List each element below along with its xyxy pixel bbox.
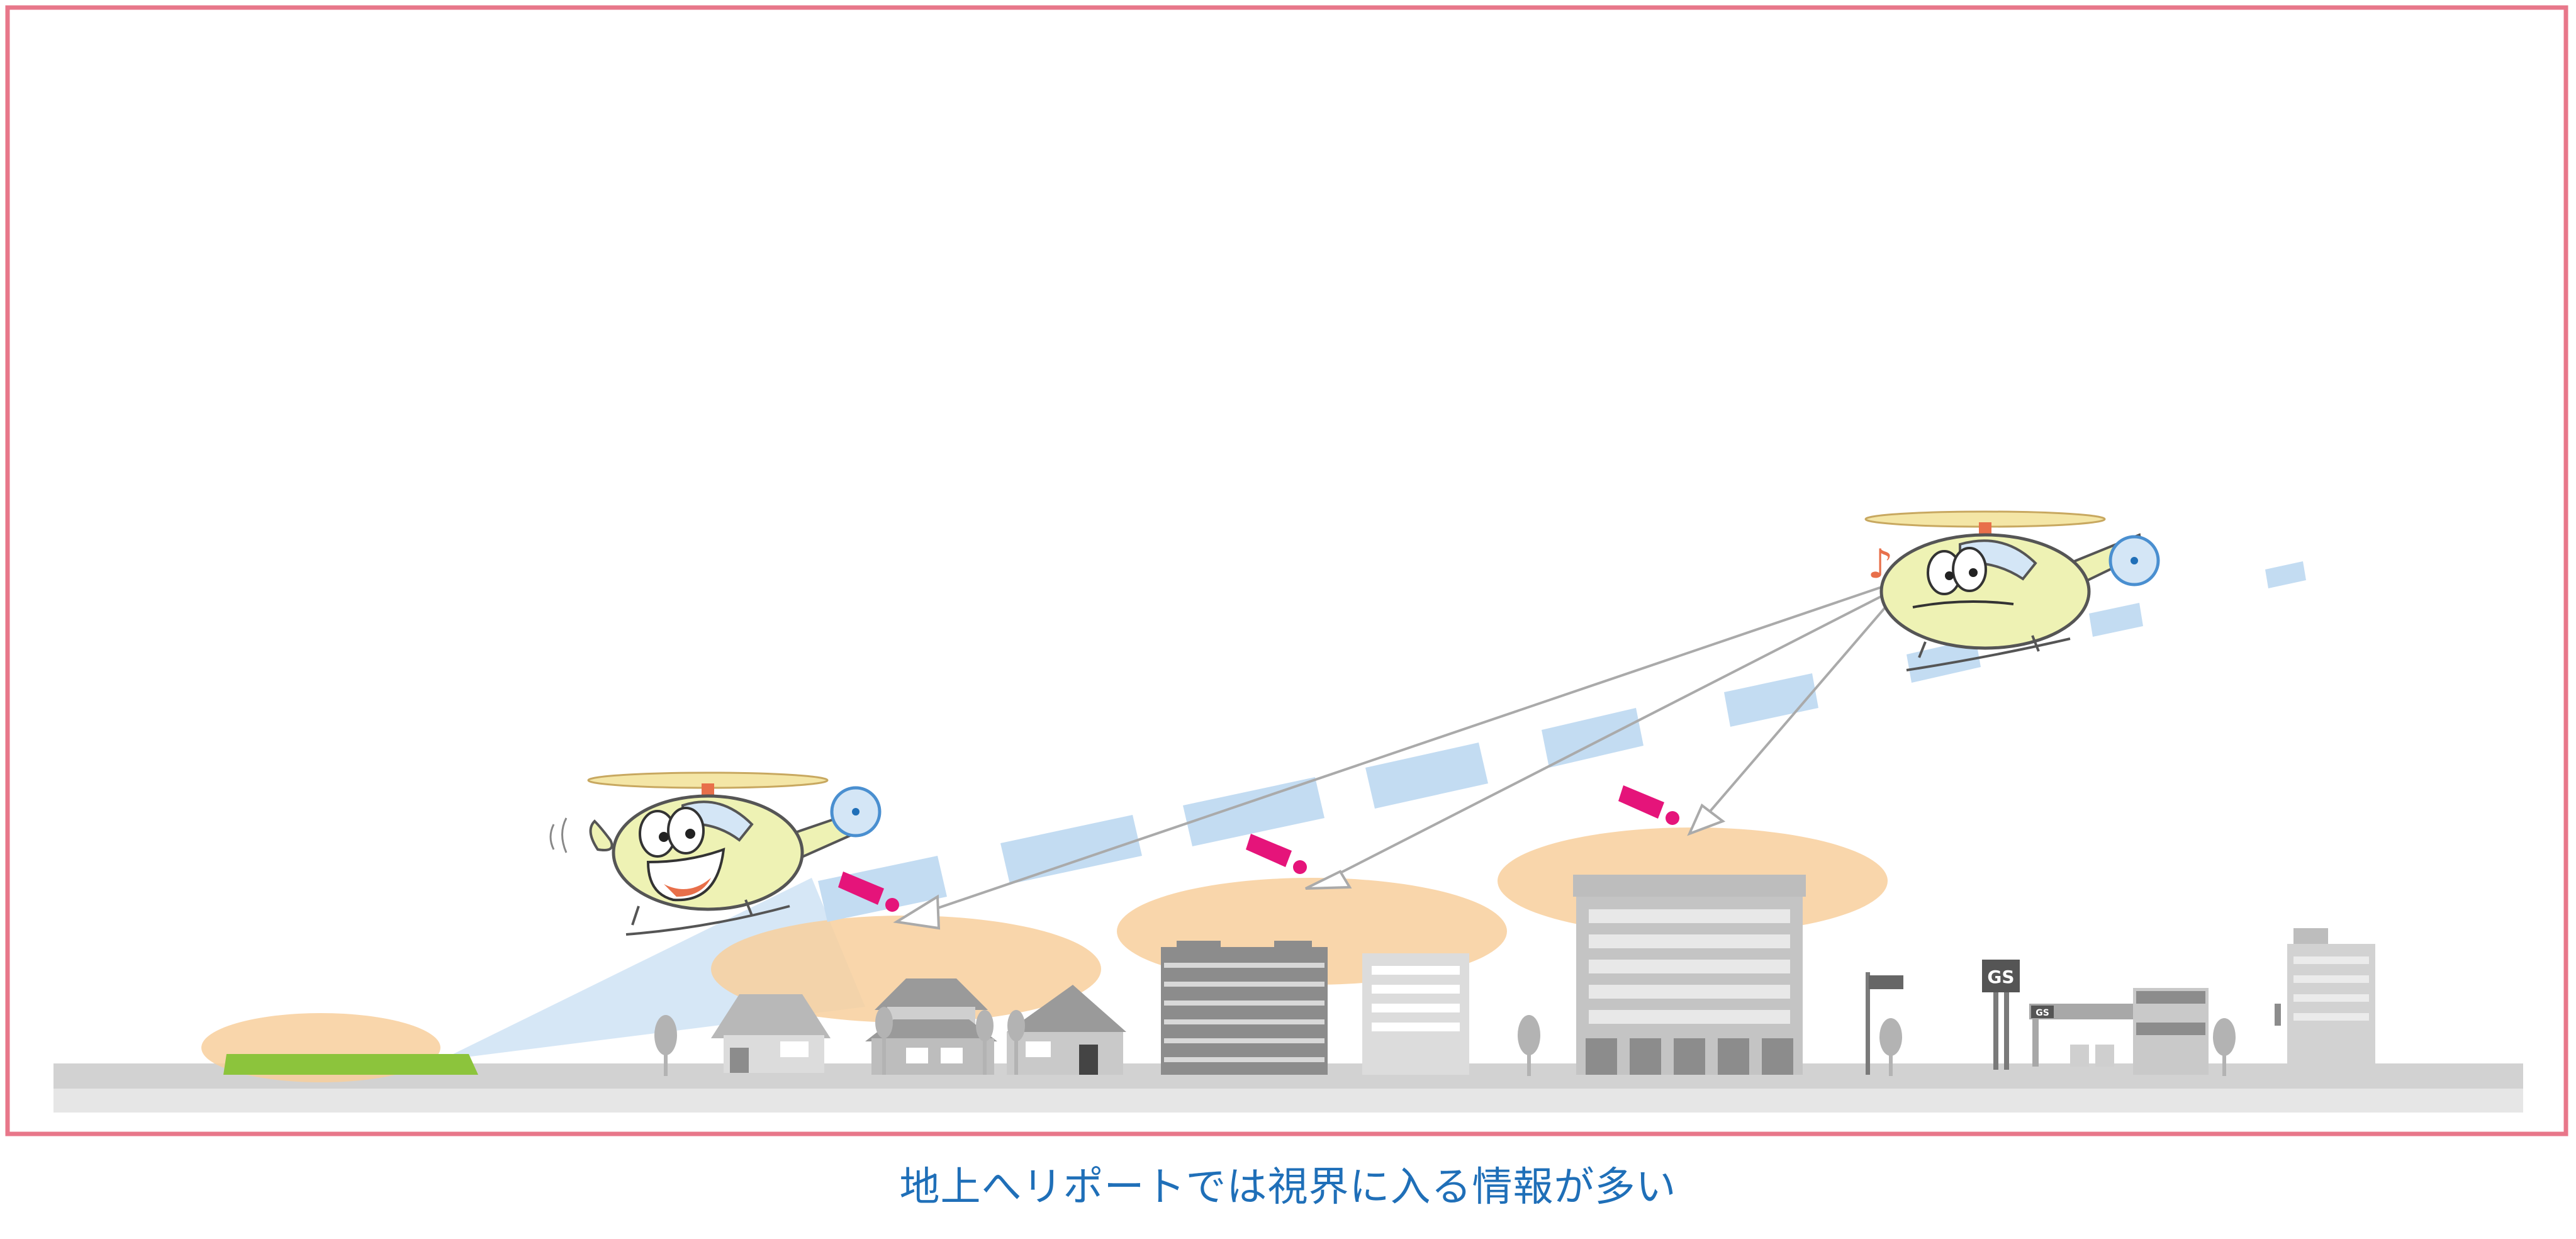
exclamation-icon	[838, 872, 899, 912]
tree-icon	[1007, 1010, 1025, 1075]
house-building	[711, 994, 831, 1073]
tree-icon	[654, 1015, 677, 1076]
house-building	[1007, 985, 1126, 1075]
motion-lines	[549, 817, 568, 853]
tree-icon	[1879, 1018, 1902, 1076]
office-tower-light	[1362, 953, 1469, 1075]
gas-station-sign: GS	[1987, 967, 2014, 987]
helicopter-character	[549, 771, 882, 936]
tail-rotor-icon	[2108, 535, 2160, 586]
tail-rotor-icon	[830, 786, 882, 838]
frame-border	[5, 5, 2568, 1136]
sight-arrowheads	[893, 803, 1726, 930]
attention-zone-houses	[711, 916, 1101, 1023]
helicopter-character	[1864, 510, 2160, 671]
tree-icon	[2213, 1018, 2236, 1076]
exclamation-icon	[1618, 785, 1679, 825]
street-sign-post	[1866, 972, 1903, 1075]
music-note-icon: ♪	[1868, 541, 1893, 588]
ground-base	[53, 1089, 2523, 1113]
office-tower-right	[2275, 928, 2375, 1075]
tree-icon	[875, 1007, 893, 1075]
exclamation-icon	[1246, 834, 1307, 874]
heliport-pad	[223, 1054, 478, 1075]
house-building	[865, 978, 997, 1075]
tree-icon	[976, 1010, 994, 1075]
gas-station: GS GS	[1982, 960, 2209, 1075]
diagram-caption: 地上へリポートでは視界に入る情報が多い	[899, 1164, 1677, 1211]
sight-lines	[924, 583, 1892, 914]
gas-station-canopy-sign: GS	[2036, 1008, 2049, 1018]
tree-icon	[1518, 1015, 1540, 1076]
office-building	[1573, 875, 1806, 1075]
apartment-building	[1161, 941, 1328, 1075]
